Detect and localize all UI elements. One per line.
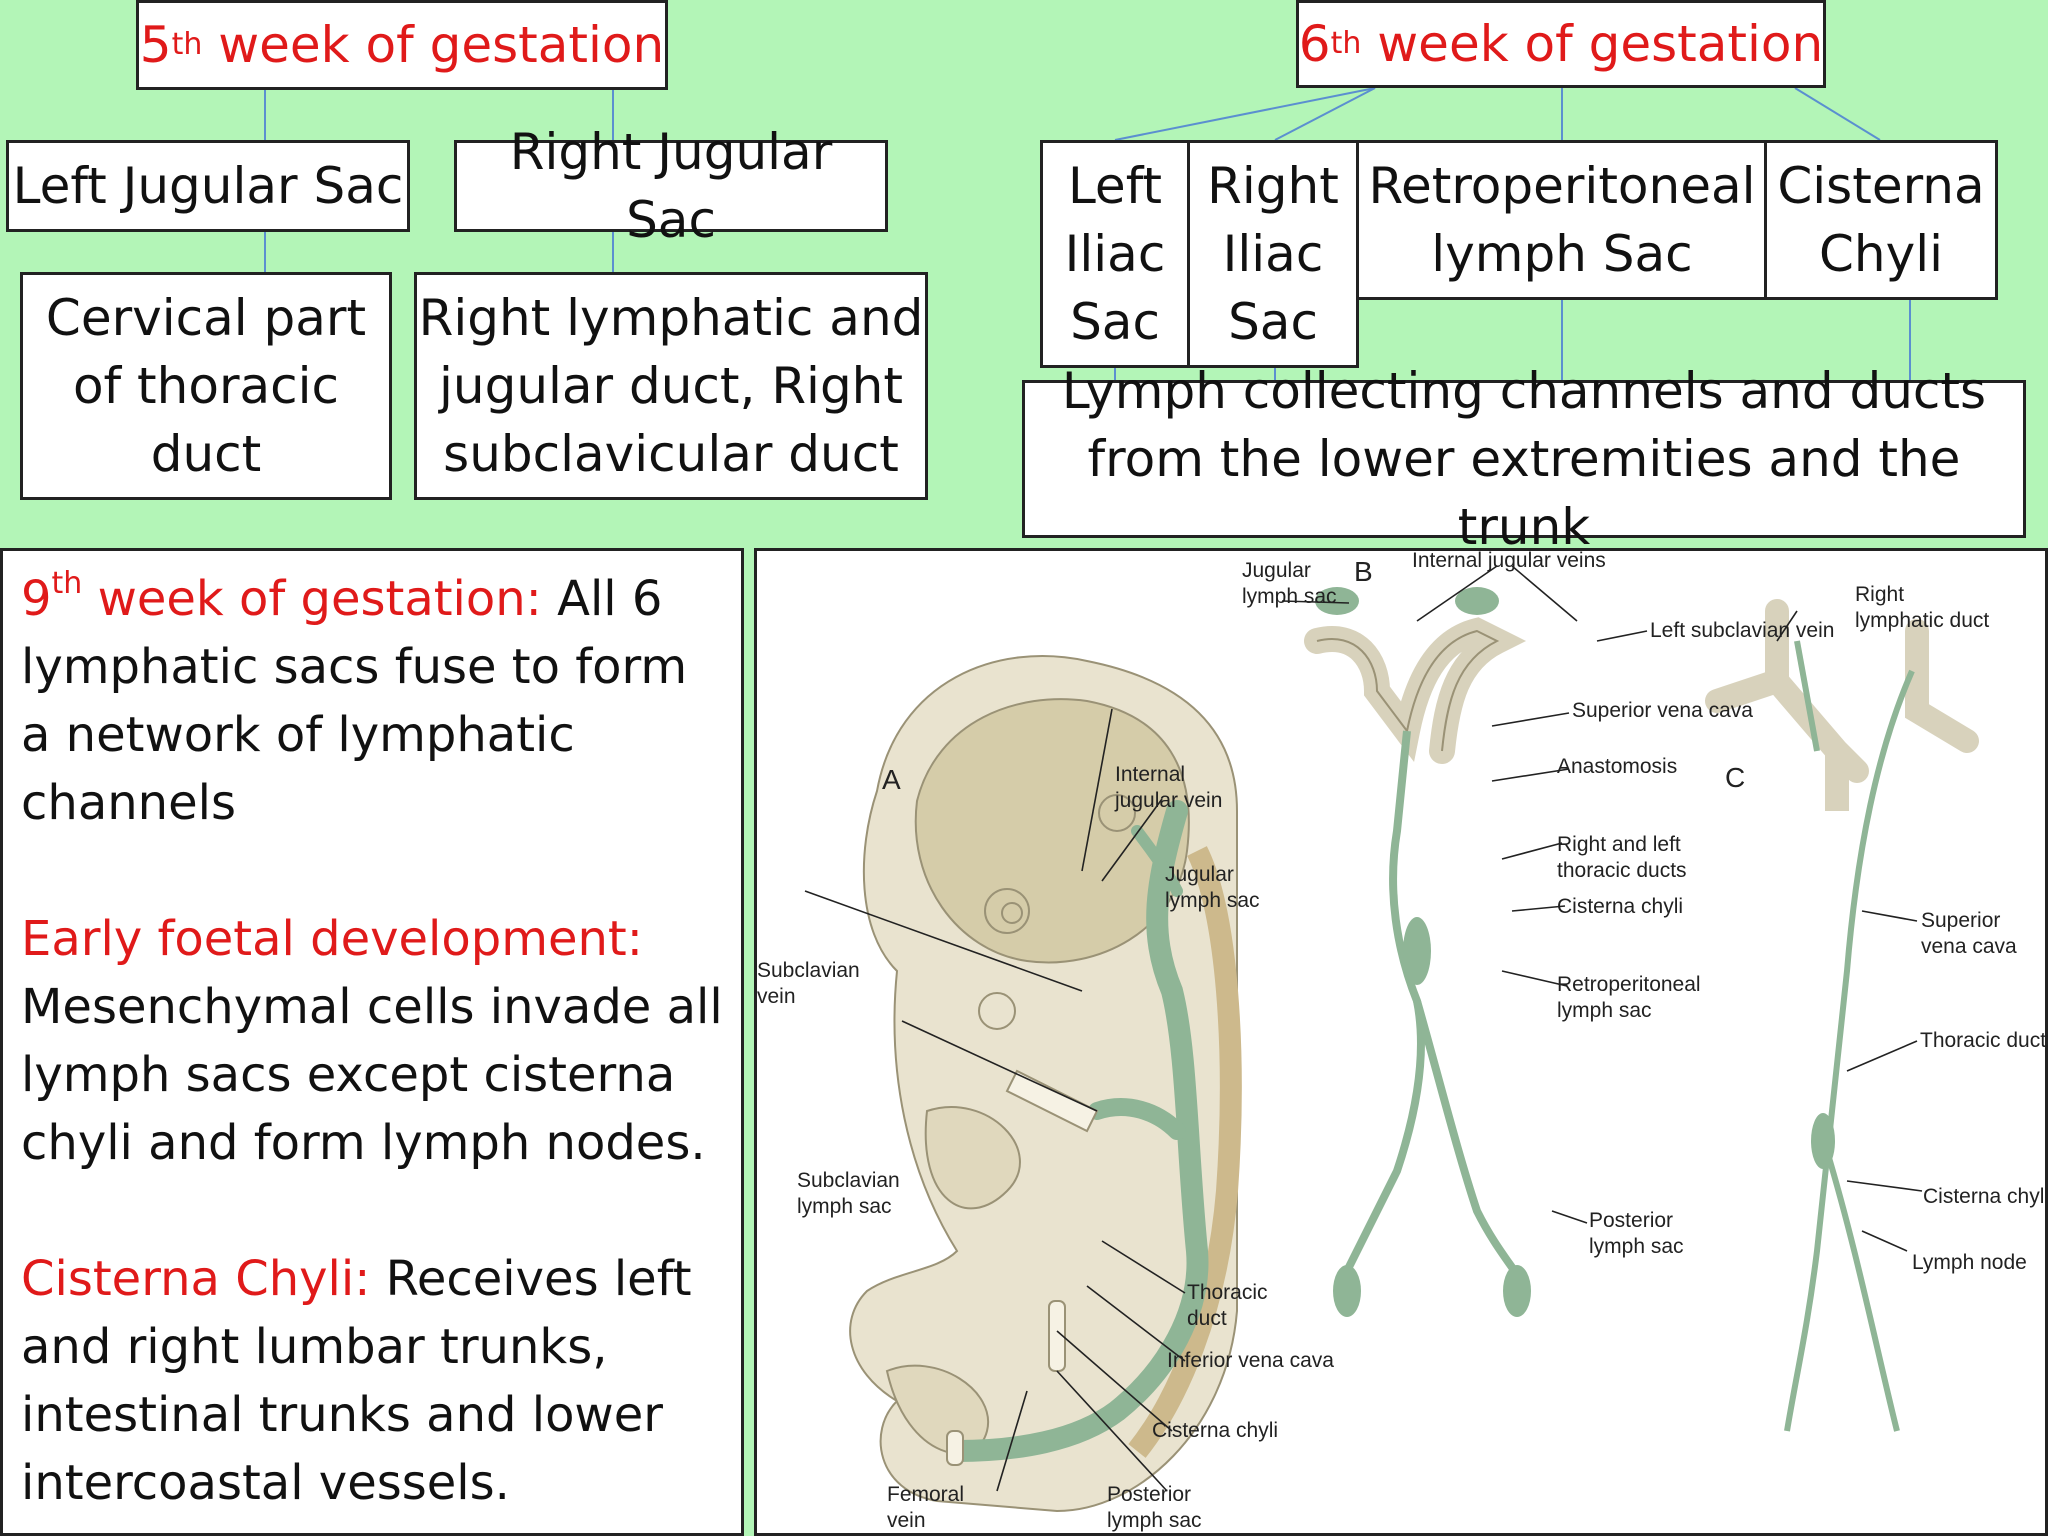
lymph-collecting-box: Lymph collecting channels and ducts from…	[1022, 362, 2026, 556]
a-cisterna: Cisterna chyli	[1152, 1419, 1278, 1442]
week6-num: 6	[1298, 15, 1331, 73]
a-femoral-2: vein	[887, 1509, 926, 1532]
a-posterior-1: Posterior	[1107, 1483, 1191, 1506]
note-week9-text: All 6 lymphatic sacs fuse to form a netw…	[21, 571, 688, 831]
a-subclavian-vein-2: vein	[757, 985, 796, 1008]
right-iliac-line-2: Iliac	[1222, 225, 1324, 283]
b-anastomosis: Anastomosis	[1557, 755, 1677, 778]
panel-c-illustration	[1705, 599, 1979, 1432]
cervical-line-1: Cervical part	[45, 289, 367, 347]
c-cisterna: Cisterna chyli	[1923, 1185, 2048, 1208]
a-jugular-sac-2: lymph sac	[1165, 889, 1260, 912]
panel-b-label: B	[1354, 556, 1373, 587]
retro-line-2: lymph Sac	[1431, 225, 1693, 283]
left-iliac-line-3: Sac	[1070, 293, 1160, 351]
right-lymph-line-2: jugular duct, Right	[439, 357, 903, 415]
note-early-text: Mesenchymal cells invade all lymph sacs …	[21, 979, 723, 1171]
right-jugular-sac-label: Right Jugular Sac	[509, 123, 833, 249]
note-cisterna-text: Receives left and right lumbar trunks, i…	[21, 1251, 692, 1511]
c-node: Lymph node	[1912, 1251, 2027, 1274]
b-jugular-sac-2: lymph sac	[1242, 585, 1337, 608]
note-early: Early foetal development: Mesenchymal ce…	[21, 905, 723, 1177]
retro-line-1: Retroperitoneal	[1368, 157, 1756, 215]
b-posterior-2: lymph sac	[1589, 1235, 1684, 1258]
note-week9: 9th week of gestation: All 6 lymphatic s…	[21, 565, 723, 837]
week5-num: 5	[139, 16, 172, 74]
right-iliac-line-3: Sac	[1228, 293, 1318, 351]
cisterna-line-1: Cisterna	[1777, 157, 1985, 215]
right-lymph-line-1: Right lymphatic and	[418, 289, 924, 347]
embryo-lymph-vessels	[946, 800, 1209, 1462]
left-iliac-sac: Left Iliac Sac	[1040, 140, 1190, 368]
a-subclavian-sac-2: lymph sac	[797, 1195, 892, 1218]
lymphatic-figure: A B C Internal jugular vein Jugular lymp…	[754, 548, 2048, 1536]
b-retro-2: lymph sac	[1557, 999, 1652, 1022]
b-internal-jugular: Internal jugular veins	[1412, 551, 1606, 572]
c-svc-1: Superior	[1921, 909, 2000, 932]
panel-a-label: A	[882, 764, 901, 795]
a-subclavian-vein-1: Subclavian	[757, 959, 860, 982]
a-thoracic-2: duct	[1187, 1307, 1227, 1330]
left-iliac-line-1: Left	[1067, 157, 1163, 215]
right-iliac-sac: Right Iliac Sac	[1187, 140, 1359, 368]
lymph-collect-line-1: Lymph collecting channels and ducts	[1061, 362, 1987, 420]
left-jugular-sac: Left Jugular Sac	[6, 140, 410, 232]
b-jugular-sac-1: Jugular	[1242, 559, 1311, 582]
a-internal-jugular-2: jugular vein	[1114, 789, 1222, 812]
c-right-lymph-line-1: Right	[1855, 583, 1904, 606]
c-right-lymph-line-2: lymphatic duct	[1855, 609, 1989, 632]
embryo-vessels-tubes	[946, 1069, 1099, 1466]
b-cisterna: Cisterna chyli	[1557, 895, 1683, 918]
a-ivc: Inferior vena cava	[1167, 1349, 1334, 1372]
a-subclavian-sac-1: Subclavian	[797, 1169, 900, 1192]
note-early-title: Early foetal development:	[21, 911, 643, 967]
cervical-line-2: of thoracic	[72, 357, 340, 415]
panel-c-label: C	[1725, 762, 1745, 793]
right-lymph-box: Right lymphatic and jugular duct, Right …	[414, 272, 928, 500]
notes-panel: 9th week of gestation: All 6 lymphatic s…	[0, 548, 744, 1536]
c-svc-2: vena cava	[1921, 935, 2017, 958]
b-thoracic-2: thoracic ducts	[1557, 859, 1687, 882]
leader-lines	[804, 565, 1923, 1492]
a-internal-jugular-1: Internal	[1115, 763, 1185, 786]
b-thoracic-1: Right and left	[1557, 833, 1681, 856]
left-jugular-sac-label: Left Jugular Sac	[12, 157, 404, 215]
left-iliac-line-2: Iliac	[1064, 225, 1166, 283]
week6-rest: week of gestation	[1361, 15, 1824, 73]
right-jugular-sac: Right Jugular Sac	[454, 123, 888, 249]
note-cisterna-title: Cisterna Chyli:	[21, 1251, 371, 1307]
note-week9-num: 9	[21, 571, 52, 627]
cisterna-chyli-box: Cisterna Chyli	[1764, 140, 1998, 300]
cisterna-line-2: Chyli	[1819, 225, 1943, 283]
c-thoracic: Thoracic duct	[1920, 1029, 2046, 1052]
cervical-box: Cervical part of thoracic duct	[20, 272, 392, 500]
b-posterior-1: Posterior	[1589, 1209, 1673, 1232]
note-week9-sup: th	[51, 566, 83, 601]
b-retro-1: Retroperitoneal	[1557, 973, 1701, 996]
note-cisterna: Cisterna Chyli: Receives left and right …	[21, 1245, 723, 1517]
connector-lines	[264, 87, 1911, 380]
note-week9-title: week of gestation:	[82, 571, 542, 627]
a-jugular-sac-1: Jugular	[1165, 863, 1234, 886]
a-femoral-1: Femoral	[887, 1483, 964, 1506]
retroperitoneal-sac: Retroperitoneal lymph Sac	[1356, 140, 1768, 300]
right-iliac-line-1: Right	[1207, 157, 1339, 215]
b-svc: Superior vena cava	[1572, 699, 1753, 722]
week5-rest: week of gestation	[202, 16, 665, 74]
panel-b-illustration	[1304, 587, 1531, 1317]
a-posterior-2: lymph sac	[1107, 1509, 1202, 1532]
lymph-collect-line-2: from the lower extremities and the trunk	[1087, 430, 1961, 556]
figure-svg: A B C Internal jugular vein Jugular lymp…	[757, 551, 2048, 1532]
right-lymph-line-3: subclavicular duct	[443, 425, 899, 483]
cervical-line-3: duct	[150, 425, 262, 483]
b-left-subclavian: Left subclavian vein	[1650, 619, 1834, 642]
a-thoracic-1: Thoracic	[1187, 1281, 1268, 1304]
